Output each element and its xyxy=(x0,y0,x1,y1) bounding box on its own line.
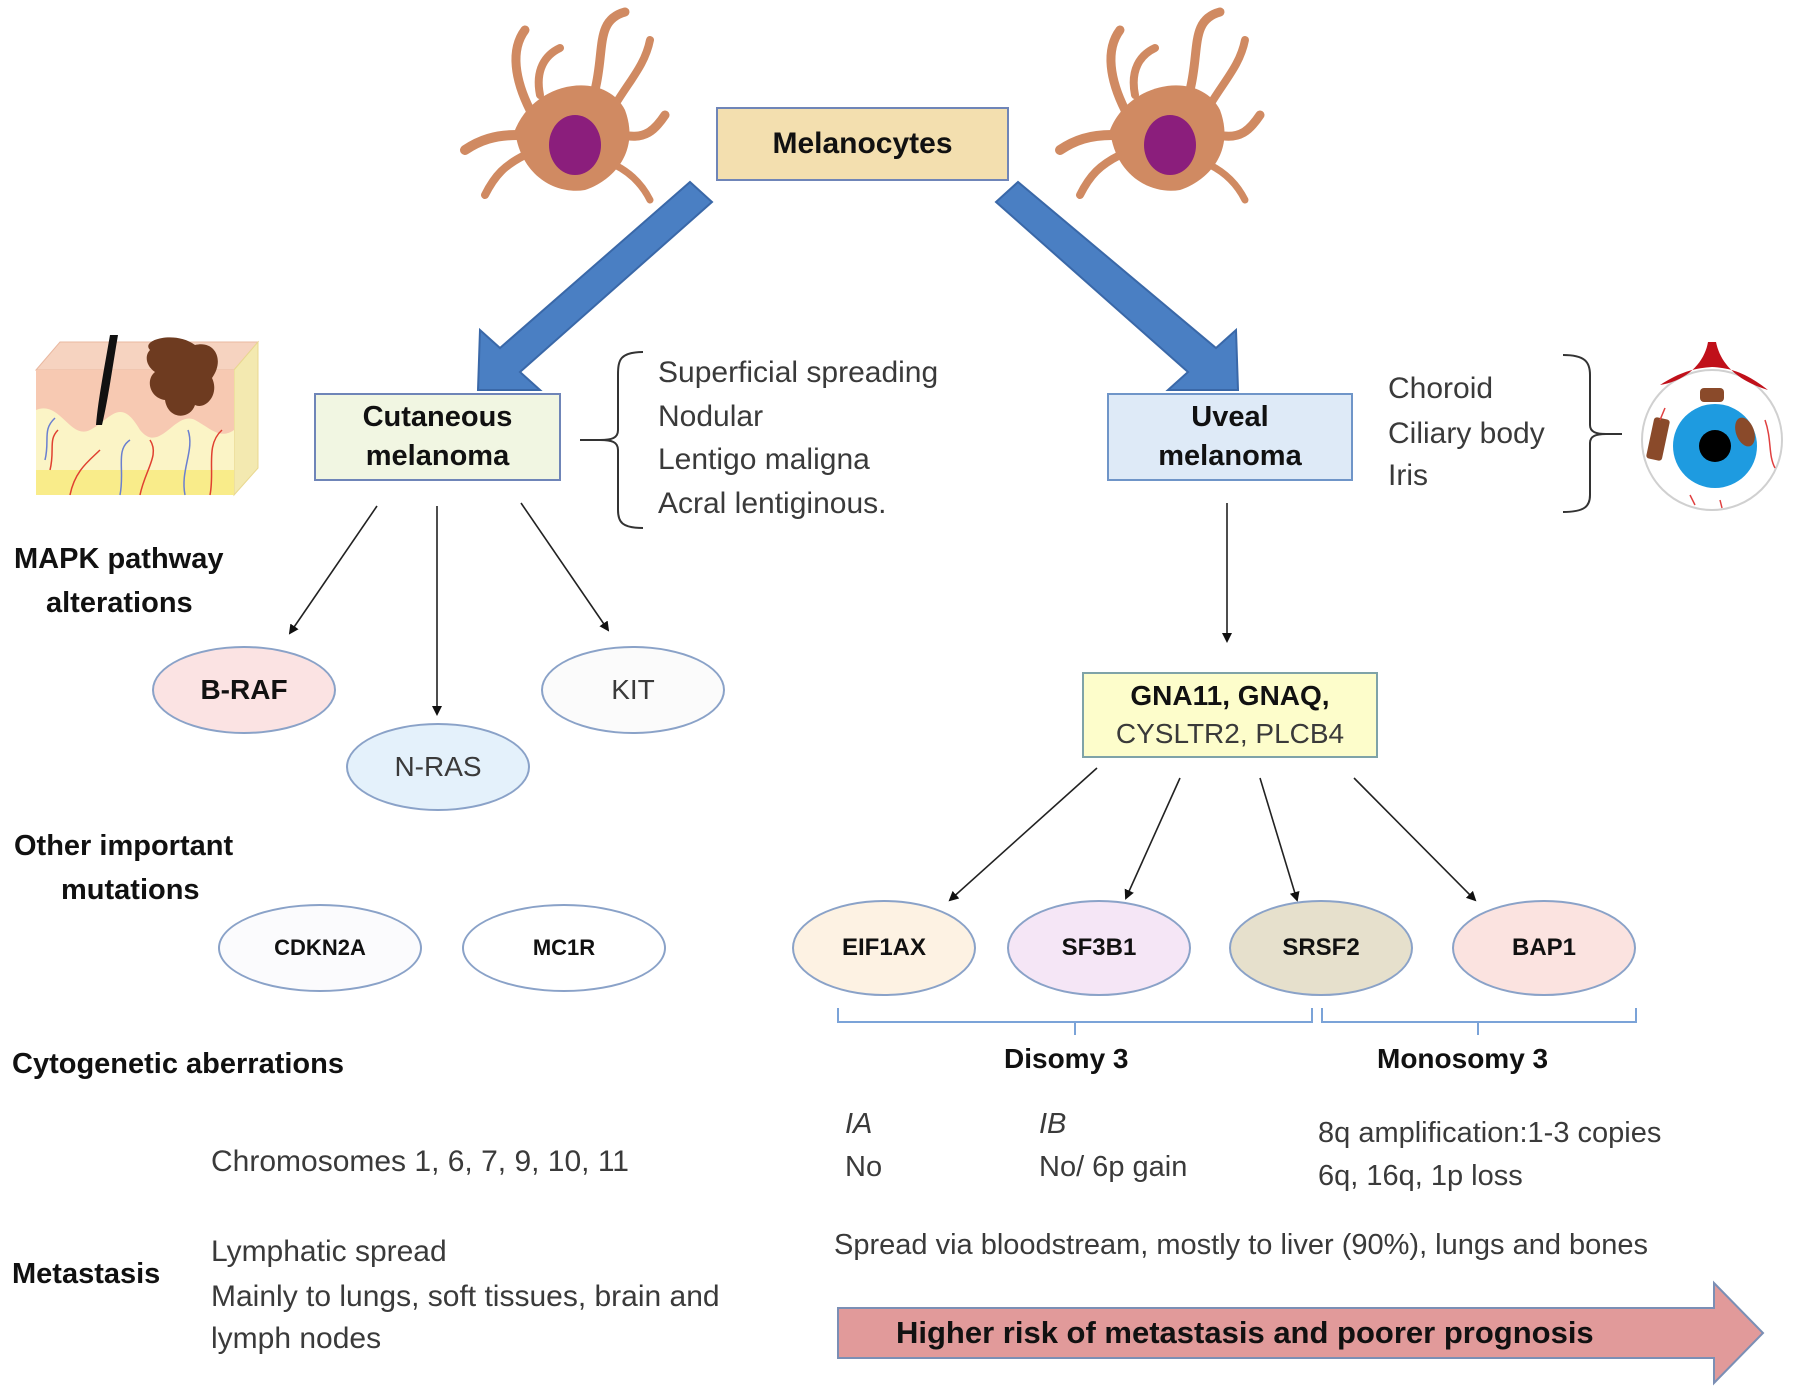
melanocytes-box: Melanocytes xyxy=(716,107,1009,181)
gene-ellipse-mc1r: MC1R xyxy=(462,904,666,992)
ib-label: IB xyxy=(1039,1108,1067,1140)
cutaneous-cytogenetic-value: Chromosomes 1, 6, 7, 9, 10, 11 xyxy=(211,1145,629,1178)
cutaneous-melanoma-box: Cutaneous melanoma xyxy=(314,393,561,481)
gene-ellipse-kit: KIT xyxy=(541,646,725,734)
gna-line1: GNA11, GNAQ, xyxy=(1130,680,1330,712)
metastasis-label: Metastasis xyxy=(12,1258,161,1290)
ia-value: No xyxy=(845,1151,883,1183)
arrow-to-kit xyxy=(520,502,610,632)
mapk-label-line1: MAPK pathway xyxy=(14,543,224,575)
monosomy-detail: 8q amplification:1-3 copies xyxy=(1318,1117,1662,1149)
block-arrow-to-cutaneous xyxy=(476,180,714,391)
subtype-item: Acral lentiginous. xyxy=(658,487,887,520)
gene-label: MC1R xyxy=(532,935,596,960)
uveal-label-line1: Uveal xyxy=(1191,400,1269,433)
gene-ellipse-braf: B-RAF xyxy=(152,646,336,734)
mapk-label-line2: alterations xyxy=(46,587,193,619)
subtype-item: Superficial spreading xyxy=(658,356,939,389)
cutaneous-label-line1: Cutaneous xyxy=(362,400,513,433)
arrow-to-bap1 xyxy=(1353,777,1477,902)
arrow-to-sf3b1 xyxy=(1124,777,1181,900)
risk-arrow xyxy=(837,1280,1765,1386)
gene-label: EIF1AX xyxy=(841,934,927,961)
gene-label: SRSF2 xyxy=(1282,934,1360,961)
arrow-to-eif1ax xyxy=(948,767,1098,902)
monosomy-bracket xyxy=(1321,1008,1637,1035)
cutaneous-metastasis-line: Mainly to lungs, soft tissues, brain and xyxy=(211,1280,720,1313)
uveal-melanoma-box: Uveal melanoma xyxy=(1107,393,1353,481)
arrow-to-srsf2 xyxy=(1259,777,1300,902)
other-mutations-label-line1: Other important xyxy=(14,830,234,862)
monosomy-label: Monosomy 3 xyxy=(1377,1043,1549,1074)
gene-ellipse-eif1ax: EIF1AX xyxy=(792,900,976,996)
sites-bracket xyxy=(1562,354,1607,513)
cutaneous-label-line2: melanoma xyxy=(365,440,510,472)
gene-label: B-RAF xyxy=(200,674,288,705)
uveal-label-line2: melanoma xyxy=(1158,440,1302,472)
gna-genes-box: GNA11, GNAQ, CYSLTR2, PLCB4 xyxy=(1082,672,1378,758)
site-item: Ciliary body xyxy=(1388,417,1545,450)
cutaneous-metastasis-line: lymph nodes xyxy=(211,1322,382,1355)
ib-value: No/ 6p gain xyxy=(1039,1151,1188,1183)
gene-ellipse-cdkn2a: CDKN2A xyxy=(218,904,422,992)
other-mutations-label-line2: mutations xyxy=(61,874,200,906)
gene-ellipse-sf3b1: SF3B1 xyxy=(1007,900,1191,996)
skin-section-icon xyxy=(34,335,260,497)
disomy-bracket xyxy=(837,1008,1313,1035)
gene-label: KIT xyxy=(611,674,655,705)
risk-arrow-label: Higher risk of metastasis and poorer pro… xyxy=(896,1315,1594,1350)
gene-label: SF3B1 xyxy=(1061,934,1137,961)
gene-label: BAP1 xyxy=(1511,934,1577,961)
subtype-item: Nodular xyxy=(658,400,764,433)
cytogenetic-label: Cytogenetic aberrations xyxy=(12,1048,344,1080)
disomy-label: Disomy 3 xyxy=(1004,1043,1129,1074)
subtype-item: Lentigo maligna xyxy=(658,443,870,476)
gene-label: N-RAS xyxy=(394,751,482,782)
block-arrow-to-uveal xyxy=(994,180,1240,391)
gene-ellipse-nras: N-RAS xyxy=(346,723,530,811)
site-item: Iris xyxy=(1388,459,1428,492)
gna-line2: CYSLTR2, PLCB4 xyxy=(1115,718,1345,749)
subtypes-bracket xyxy=(599,351,644,529)
monosomy-detail: 6q, 16q, 1p loss xyxy=(1318,1160,1523,1192)
melanocyte-cell-icon-right xyxy=(1055,7,1265,204)
melanocyte-cell-icon-left xyxy=(460,7,670,204)
arrow-to-braf xyxy=(288,505,378,635)
gene-ellipse-bap1: BAP1 xyxy=(1452,900,1636,996)
gene-ellipse-srsf2: SRSF2 xyxy=(1229,900,1413,996)
cutaneous-metastasis-line: Lymphatic spread xyxy=(211,1235,447,1268)
gene-label: CDKN2A xyxy=(274,935,366,960)
site-item: Choroid xyxy=(1388,372,1494,405)
uveal-metastasis-text: Spread via bloodstream, mostly to liver … xyxy=(834,1229,1649,1261)
eye-icon xyxy=(1641,342,1783,511)
ia-label: IA xyxy=(845,1108,873,1140)
melanocytes-label: Melanocytes xyxy=(772,127,953,160)
